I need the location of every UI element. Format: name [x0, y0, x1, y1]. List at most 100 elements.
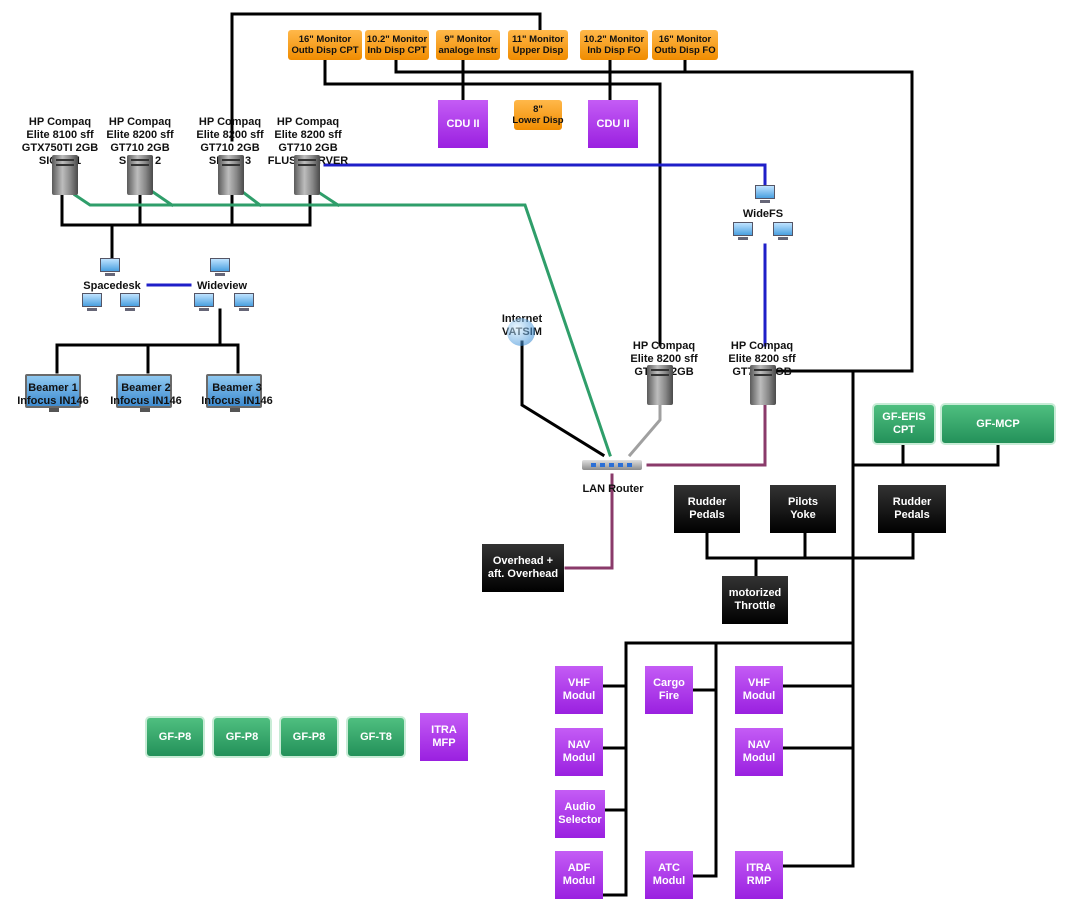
pc-line1: HP Compaq [28, 116, 92, 128]
box-line1: VHF [748, 677, 770, 689]
gf-p8-1: GF-P8 [145, 716, 205, 758]
pilots-yoke: Pilots Yoke [770, 485, 836, 533]
rudder-pedals-right: Rudder Pedals [878, 485, 946, 533]
pc-line2: Elite 8200 sff [728, 353, 796, 365]
monitor-line1: 10.2" Monitor [583, 34, 645, 45]
lan-green-cables [72, 187, 612, 457]
atc-modul: ATC Modul [645, 851, 693, 899]
monitor-11-upper: 11" Monitor Upper Disp [508, 30, 568, 60]
beamer-line2: Infocus IN146 [201, 395, 273, 407]
pc-tower-icon [294, 155, 320, 195]
pc-line2: Elite 8200 sff [274, 129, 342, 141]
router-label: LAN Router [582, 483, 644, 495]
box-line2: RMP [746, 875, 772, 887]
pc-line2: Elite 8100 sff [26, 129, 94, 141]
computer-icon [755, 185, 775, 203]
gf-t8: GF-T8 [346, 716, 406, 758]
box-line1: Audio [564, 801, 596, 813]
pc-tower-icon [127, 155, 153, 195]
box-line2: Selector [558, 814, 602, 826]
globe-icon [507, 318, 535, 346]
monitor-10-inb-fo: 10.2" Monitor Inb Disp FO [580, 30, 648, 60]
pc-line1: HP Compaq [730, 340, 794, 352]
box-line1: ATC [658, 862, 680, 874]
pc-line2: Elite 8200 sff [630, 353, 698, 365]
pc-tower-icon [750, 365, 776, 405]
pc-line1: HP Compaq [632, 340, 696, 352]
cdu-left: CDU II [438, 100, 488, 148]
adf-modul: ADF Modul [555, 851, 603, 899]
monitor-9-analog: 9" Monitor analoge Instr [436, 30, 500, 60]
box-line2: MFP [432, 737, 456, 749]
monitor-line2: Inb Disp CPT [367, 45, 427, 56]
monitor-line2: Inb Disp FO [587, 45, 641, 56]
box-line1: GF-EFIS [882, 411, 926, 423]
beamer-line1: Beamer 1 [28, 382, 78, 394]
box-line2: Modul [742, 752, 776, 764]
beamer-line2: Infocus IN146 [17, 395, 89, 407]
computer-icon [120, 293, 140, 311]
monitor-16-outb-cpt: 16" Monitor Outb Disp CPT [288, 30, 362, 60]
box-line1: ADF [567, 862, 591, 874]
box-line1: ITRA [431, 724, 457, 736]
nav-modul-right: NAV Modul [735, 728, 783, 776]
monitor-line1: 11" Monitor [511, 34, 564, 45]
usb-video-cables [55, 12, 1000, 897]
box-line1: Rudder [892, 496, 932, 508]
pc-line3: GT710 2GB [200, 142, 260, 154]
router-icon [582, 460, 642, 470]
pc-line2: Elite 8200 sff [106, 129, 174, 141]
beamer-line1: Beamer 2 [121, 382, 171, 394]
box-line2: Throttle [734, 600, 776, 612]
pc-line2: Elite 8200 sff [196, 129, 264, 141]
audio-selector: Audio Selector [555, 790, 605, 838]
pc-line1: HP Compaq [198, 116, 262, 128]
overhead-panel: Overhead + aft. Overhead [482, 544, 564, 592]
gf-p8-3: GF-P8 [279, 716, 339, 758]
box-line1: NAV [567, 739, 591, 751]
monitor-line1: 16" Monitor [298, 34, 352, 45]
beamer-2-screen [116, 374, 172, 412]
widefs-links [146, 163, 767, 347]
pc-tower-icon [647, 365, 673, 405]
beamer-3-label: Beamer 3 Infocus IN146 [201, 382, 273, 408]
box-line1: ITRA [746, 862, 772, 874]
monitor-line2: Lower Disp [512, 115, 564, 126]
itra-mfp: ITRA MFP [420, 713, 468, 761]
beamer-line2: Infocus IN146 [110, 395, 182, 407]
monitor-16-outb-fo: 16" Monitor Outb Disp FO [652, 30, 718, 60]
computer-icon [100, 258, 120, 276]
computer-icon [210, 258, 230, 276]
pc-line1: HP Compaq [276, 116, 340, 128]
gf-efis-cpt: GF-EFIS CPT [872, 403, 936, 445]
monitor-line1: 9" Monitor [444, 34, 492, 45]
box-line1: Cargo [653, 677, 685, 689]
monitor-line2: Outb Disp FO [654, 45, 716, 56]
gf-p8-2: GF-P8 [212, 716, 272, 758]
pc-line3: GT710 2GB [110, 142, 170, 154]
monitor-10-inb-cpt: 10.2" Monitor Inb Disp CPT [365, 30, 429, 60]
box-line1: Overhead + [492, 555, 554, 567]
box-line2: aft. Overhead [487, 568, 559, 580]
itra-rmp: ITRA RMP [735, 851, 783, 899]
pc-line1: HP Compaq [108, 116, 172, 128]
vhf-modul-left: VHF Modul [555, 666, 603, 714]
box-line1: NAV [747, 739, 771, 751]
monitor-line1: 10.2" Monitor [366, 34, 428, 45]
monitor-line1: 8" [533, 104, 543, 115]
wideview-label: Wideview [196, 280, 248, 292]
monitor-line2: analoge Instr [438, 45, 498, 56]
spacedesk-label: Spacedesk [83, 280, 141, 292]
computer-icon [234, 293, 254, 311]
beamer-1-label: Beamer 1 Infocus IN146 [17, 382, 89, 408]
pc-middle-right-label: HP Compaq Elite 8200 sff GT710 2GB [728, 340, 795, 379]
box-line2: Fire [658, 690, 680, 702]
box-line1: motorized [728, 587, 782, 599]
vhf-modul-right: VHF Modul [735, 666, 783, 714]
box-line2: Modul [742, 690, 776, 702]
computer-icon [733, 222, 753, 240]
box-line2: Pedals [689, 509, 725, 521]
beamer-line1: Beamer 3 [212, 382, 262, 394]
monitor-line2: Upper Disp [512, 45, 564, 56]
lan-purple-cables [564, 403, 767, 570]
